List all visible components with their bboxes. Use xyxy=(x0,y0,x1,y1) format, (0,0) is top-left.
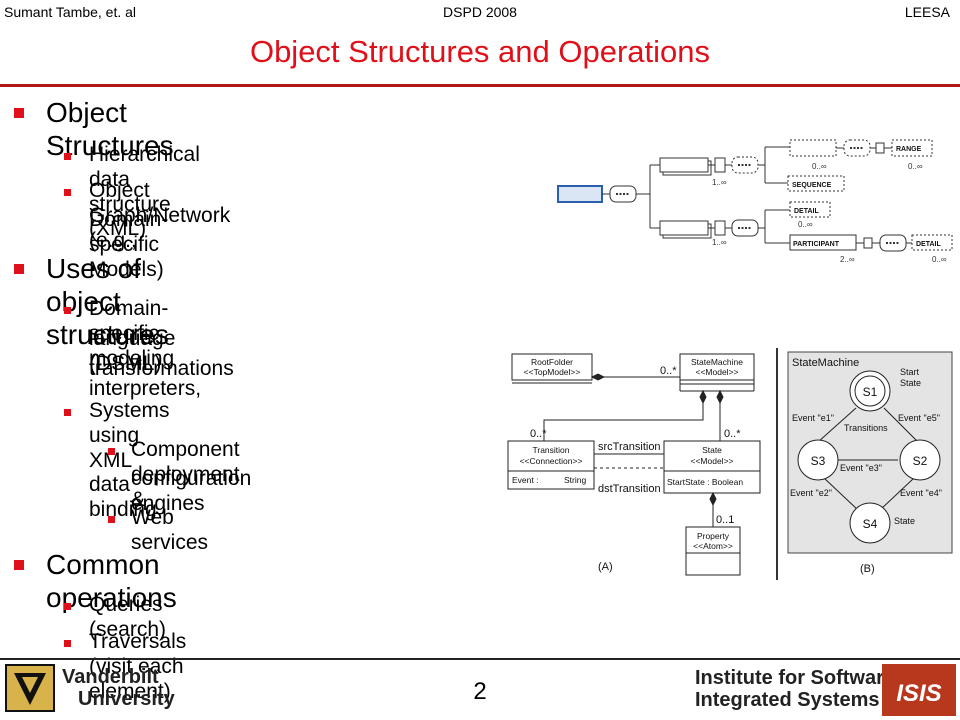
state-node-s1: S1 xyxy=(863,385,878,399)
vanderbilt-university: University xyxy=(78,688,176,710)
bullet-marker xyxy=(64,603,71,610)
uml-class-name: Transition xyxy=(532,445,569,455)
bullet-marker xyxy=(64,189,71,196)
transitions-label: Transitions xyxy=(844,423,888,433)
schema-label-range: RANGE xyxy=(896,146,922,153)
bullet-marker xyxy=(108,448,115,455)
isis-name-line2: Integrated Systems xyxy=(695,689,880,711)
event-label: Event "e4" xyxy=(900,488,942,498)
uml-multiplicity: 0..* xyxy=(724,428,741,440)
state-machine-diagram: S1 S2 S3 S4 StateMachine Start State Tra… xyxy=(787,351,953,575)
state-node-s2: S2 xyxy=(913,454,928,468)
diagram-divider xyxy=(776,348,778,580)
bullet-item: Domain-specific modeling xyxy=(89,297,175,370)
bullet-item: Object Graph/Network (e.g., xyxy=(89,179,231,252)
uml-multiplicity: 0..1 xyxy=(716,514,734,526)
event-label: Event "e1" xyxy=(792,413,834,423)
event-label: Event "e3" xyxy=(840,463,882,473)
uml-class-name: Property xyxy=(697,531,730,541)
uml-stereotype: <<TopModel>> xyxy=(524,367,581,377)
bullet-item: Object Structures xyxy=(46,97,174,162)
state-label: State xyxy=(894,516,915,526)
isis-name-line1: Institute for Software xyxy=(695,667,895,689)
schema-cardinality: 0..∞ xyxy=(908,162,923,171)
bullet-marker xyxy=(14,108,24,118)
header-author: Sumant Tambe, et. al xyxy=(4,4,137,20)
xml-schema-diagram: RANGE SEQUENCE DETAIL PARTICIPANT DETAIL… xyxy=(557,139,953,264)
event-label: Event "e2" xyxy=(790,488,832,498)
bullet-marker xyxy=(64,640,71,647)
uml-role-label: srcTransition xyxy=(598,441,661,453)
bullet-item: Common operations xyxy=(46,549,177,614)
uml-attribute-name: Event : xyxy=(512,475,538,485)
schema-cardinality: 1..∞ xyxy=(712,238,727,247)
uml-multiplicity: 0..* xyxy=(660,365,677,377)
state-node-s4: S4 xyxy=(863,517,878,531)
uml-class-name: StateMachine xyxy=(691,357,743,367)
uml-attribute-type: String xyxy=(564,475,586,485)
bullet-item: Systems using XML data binding xyxy=(89,399,170,522)
bullet-item-continuation: Domain-specific Models) xyxy=(89,208,169,281)
isis-emblem-text: ISIS xyxy=(896,680,941,707)
uml-stereotype: <<Connection>> xyxy=(520,456,583,466)
schema-cardinality: 0..∞ xyxy=(812,162,827,171)
state-machine-title: StateMachine xyxy=(792,357,859,369)
bullet-item: Web services xyxy=(131,506,209,554)
uml-attribute: StartState : Boolean xyxy=(667,477,743,487)
schema-cardinality: 0..∞ xyxy=(932,255,947,264)
diagram-caption: (A) xyxy=(598,561,613,573)
schema-label-participant: PARTICIPANT xyxy=(793,241,840,248)
diagram-caption: (B) xyxy=(860,563,875,575)
schema-label-sequence: SEQUENCE xyxy=(792,182,832,189)
header-conference: DSPD 2008 xyxy=(443,4,517,20)
title-divider xyxy=(0,84,960,87)
bullet-marker xyxy=(14,264,24,274)
bullet-item-continuation: configuration engines xyxy=(131,467,252,515)
uml-class-name: State xyxy=(702,445,722,455)
isis-emblem-icon xyxy=(882,664,956,716)
header-project: LEESA xyxy=(904,4,950,20)
schema-cardinality: 0..∞ xyxy=(798,220,813,229)
start-state-label: State xyxy=(900,378,921,388)
schema-label-detail: DETAIL xyxy=(794,208,819,215)
bullet-marker xyxy=(108,516,115,523)
uml-stereotype: <<Model>> xyxy=(695,367,738,377)
uml-stereotype: <<Model>> xyxy=(690,456,733,466)
bullet-item: Hierarchical data structure (XML) xyxy=(89,143,200,241)
bullet-item: Queries (search) xyxy=(89,593,167,641)
start-state-label: Start xyxy=(900,367,920,377)
slide-title: Object Structures and Operations xyxy=(249,34,711,69)
bullet-item-continuation: transformations xyxy=(89,357,234,380)
vanderbilt-name: Vanderbilt xyxy=(62,666,159,688)
bullet-marker xyxy=(14,560,24,570)
uml-class-name: RootFolder xyxy=(531,357,573,367)
bullet-item: Component deployment & xyxy=(131,438,240,511)
footer-graphics: Vanderbilt University Institute for Soft… xyxy=(0,658,960,716)
schema-label-detail-2: DETAIL xyxy=(916,241,941,248)
bullet-marker xyxy=(64,153,71,160)
uml-role-label: dstTransition xyxy=(598,483,661,495)
bullet-item-continuation: language (DSML) interpreters, xyxy=(89,327,202,400)
schema-cardinality: 2..∞ xyxy=(840,255,855,264)
bullet-marker xyxy=(64,409,71,416)
footer: Vanderbilt University Institute for Soft… xyxy=(0,655,960,720)
uml-stereotype: <<Atom>> xyxy=(693,541,733,551)
event-label: Event "e5" xyxy=(898,413,940,423)
uml-multiplicity: 0..* xyxy=(530,428,547,440)
bullet-item: Traversals (visit each element) xyxy=(89,630,187,703)
uml-class-diagram: RootFolder <<TopModel>> StateMachine <<M… xyxy=(507,353,761,576)
schema-cardinality: 1..∞ xyxy=(712,178,727,187)
bullet-marker xyxy=(64,307,71,314)
page-number: 2 xyxy=(473,678,487,705)
bullet-item: Uses of object structures xyxy=(46,253,169,351)
state-node-s3: S3 xyxy=(811,454,826,468)
